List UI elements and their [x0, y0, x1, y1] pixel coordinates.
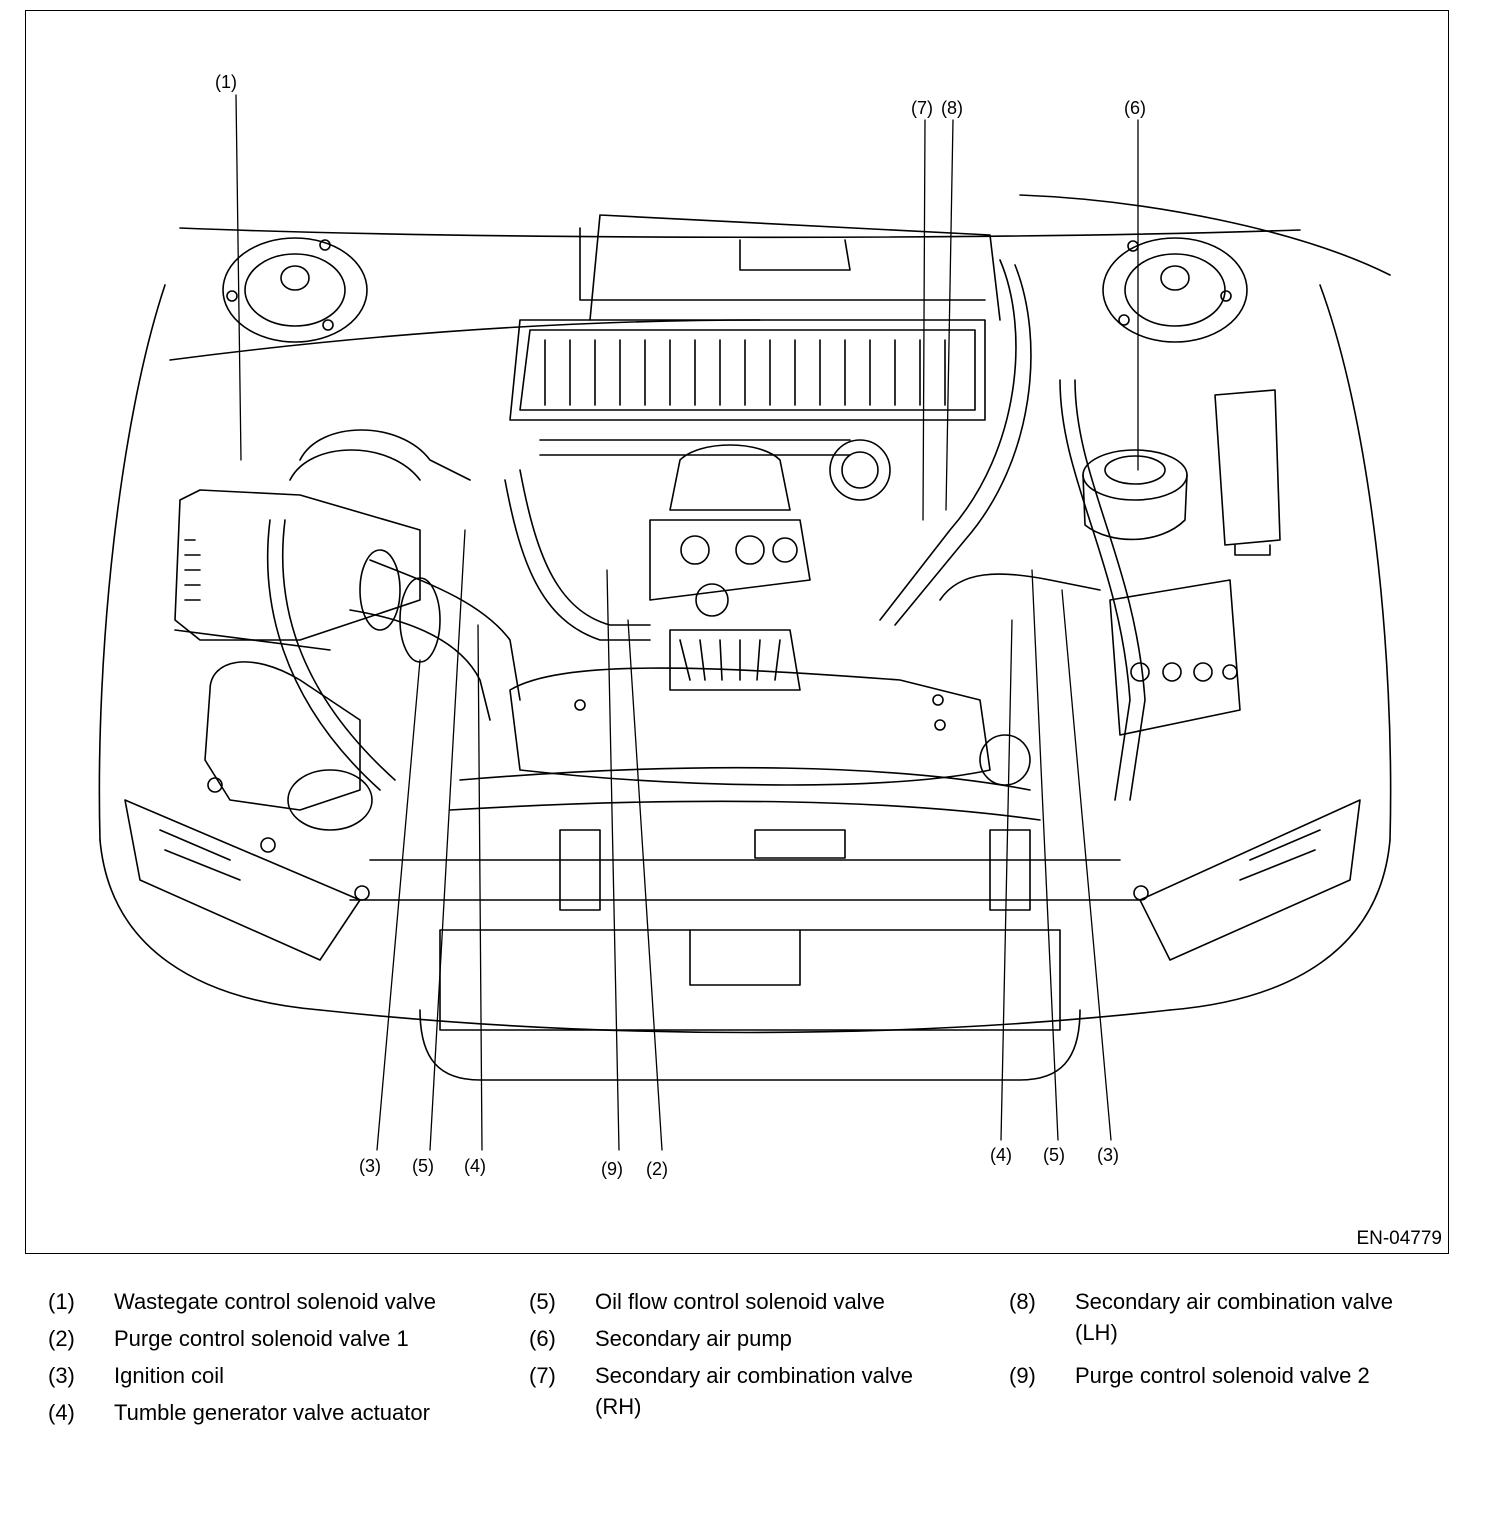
legend-label: Purge control solenoid valve 2 [1075, 1363, 1370, 1388]
legend-number: (7) [529, 1363, 556, 1388]
legend: (1) Wastegate control solenoid valve (2)… [0, 1286, 1504, 1486]
callout-7-top: (7) [911, 98, 933, 118]
callout-2-bottom: (2) [646, 1159, 668, 1179]
secondary-air-pump-shape [1082, 449, 1188, 541]
legend-label: Oil flow control solenoid valve [595, 1289, 885, 1314]
callouts: (1) (7) (8) (6) (3) (5) (4) (9) (2) (4) … [215, 72, 1146, 1179]
callout-3-bottom-left: (3) [359, 1156, 381, 1176]
callout-5-bottom-left: (5) [412, 1156, 434, 1176]
figure-frame [25, 10, 1449, 1254]
legend-number: (6) [529, 1326, 556, 1351]
callout-3-bottom-right: (3) [1097, 1145, 1119, 1165]
callout-9-bottom: (9) [601, 1159, 623, 1179]
legend-label: Secondary air combination valve (RH) [595, 1363, 913, 1419]
strut-tower-left [222, 237, 368, 343]
legend-label: Wastegate control solenoid valve [114, 1289, 437, 1314]
air-cleaner [174, 489, 421, 831]
legend-number: (2) [48, 1326, 75, 1351]
strut-tower-right [1102, 237, 1248, 343]
callout-4-bottom-left: (4) [464, 1156, 486, 1176]
callout-5-bottom-right: (5) [1043, 1145, 1065, 1165]
legend-label: Tumble generator valve actuator [114, 1400, 430, 1425]
legend-label: Ignition coil [114, 1363, 225, 1388]
legend-label: Secondary air pump [595, 1326, 792, 1351]
figure-id: EN-04779 [1356, 1228, 1442, 1249]
legend-label: Secondary air combination valve (LH) [1075, 1289, 1393, 1345]
legend-number: (9) [1009, 1363, 1036, 1388]
legend-number: (1) [48, 1289, 75, 1314]
radiator-support [260, 734, 1149, 911]
leader-lines [235, 94, 1139, 1151]
car-body-outline [98, 194, 1392, 1081]
front-bumper [124, 799, 1361, 1031]
legend-number: (4) [48, 1400, 75, 1425]
legend-label: Purge control solenoid valve 1 [114, 1326, 409, 1351]
callout-4-bottom-right: (4) [990, 1145, 1012, 1165]
intercooler [509, 214, 1001, 421]
hoses [266, 259, 1146, 801]
intake-duct [349, 549, 521, 721]
intake-manifold [509, 439, 991, 786]
legend-number: (8) [1009, 1289, 1036, 1314]
callout-8-top: (8) [941, 98, 963, 118]
battery [1109, 389, 1281, 736]
legend-number: (5) [529, 1289, 556, 1314]
callout-1-top: (1) [215, 72, 237, 92]
legend-number: (3) [48, 1363, 75, 1388]
callout-6-top: (6) [1124, 98, 1146, 118]
engine-bay-diagram: (1) (7) (8) (6) (3) (5) (4) (9) (2) (4) … [98, 72, 1392, 1179]
